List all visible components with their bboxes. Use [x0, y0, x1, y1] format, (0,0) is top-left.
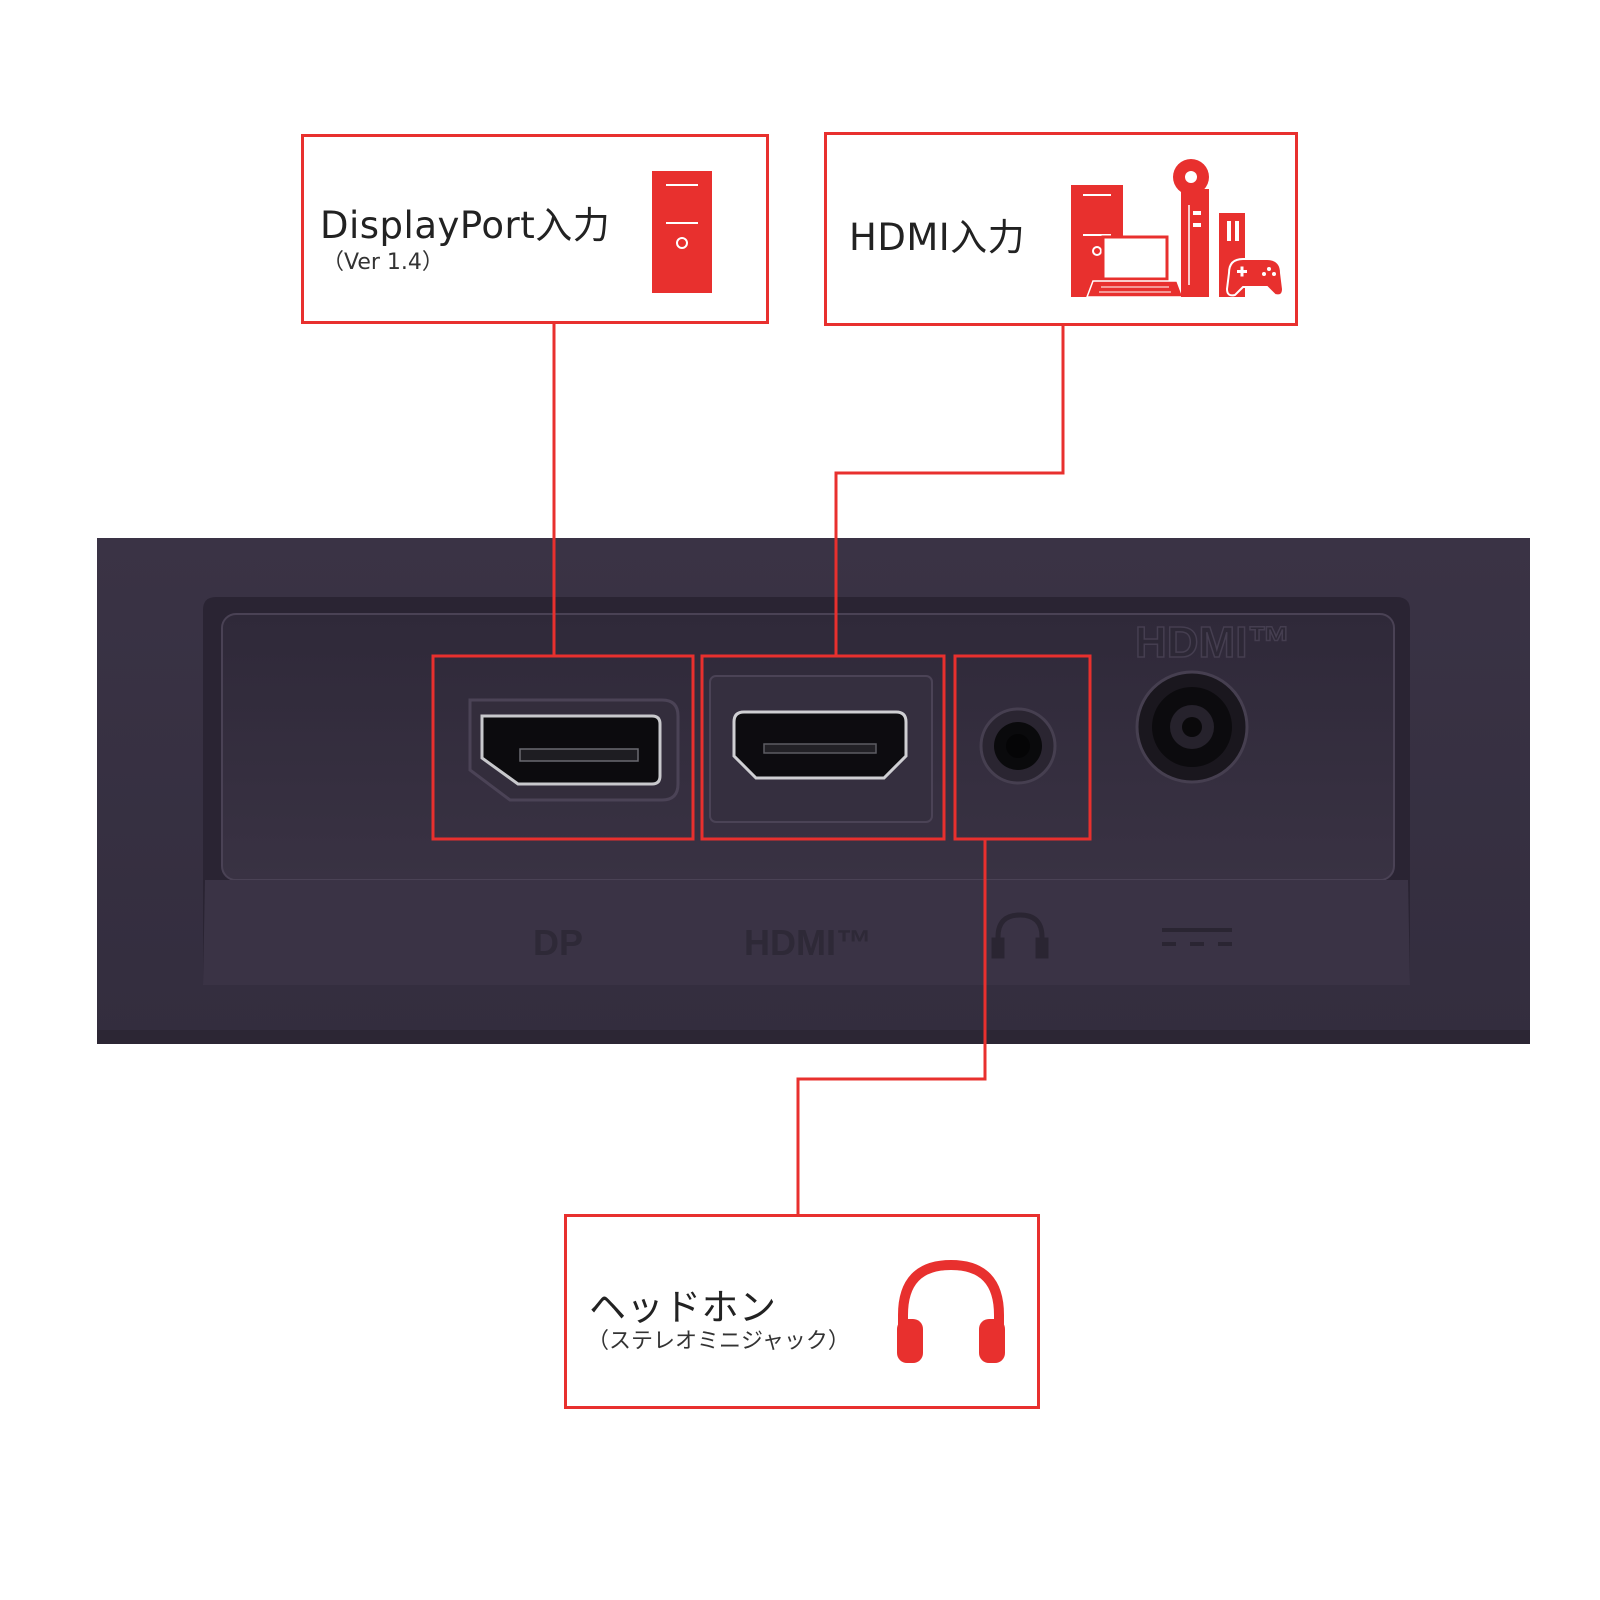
dc-power-symbol-icon	[1162, 928, 1232, 946]
headphone-subtitle: （ステレオミニジャック）	[587, 1329, 850, 1354]
hdmi-port-label: HDMI™	[744, 922, 872, 963]
headphone-highlight-box	[953, 654, 1092, 841]
displayport-subtitle: （Ver 1.4）	[322, 250, 444, 275]
hdmi-logo-emboss: HDMI™	[1135, 618, 1291, 667]
pc-laptop-console-icon	[1071, 159, 1285, 298]
dc-power-jack	[1135, 670, 1249, 784]
displayport-title: DisplayPort入力	[320, 204, 611, 247]
headphones-icon	[897, 1259, 1005, 1363]
hdmi-leader-line	[834, 326, 1065, 656]
displayport-connector	[468, 698, 680, 802]
hdmi-highlight-box	[700, 654, 946, 841]
dp-port-label: DP	[533, 922, 583, 963]
displayport-callout: DisplayPort入力 （Ver 1.4）	[301, 134, 769, 324]
headphone-title: ヘッドホン	[589, 1286, 777, 1329]
desktop-pc-icon	[652, 171, 712, 293]
headphone-jack	[979, 707, 1057, 785]
dp-highlight-box	[431, 654, 695, 841]
hdmi-title: HDMI入力	[849, 216, 1026, 259]
label-ledge	[203, 880, 1410, 985]
hdmi-connector	[732, 710, 908, 780]
headphone-callout: ヘッドホン （ステレオミニジャック）	[564, 1214, 1040, 1409]
hdmi-callout: HDMI入力	[824, 132, 1298, 326]
headphone-leader-line	[796, 839, 987, 1214]
headphone-symbol-icon	[991, 912, 1049, 959]
